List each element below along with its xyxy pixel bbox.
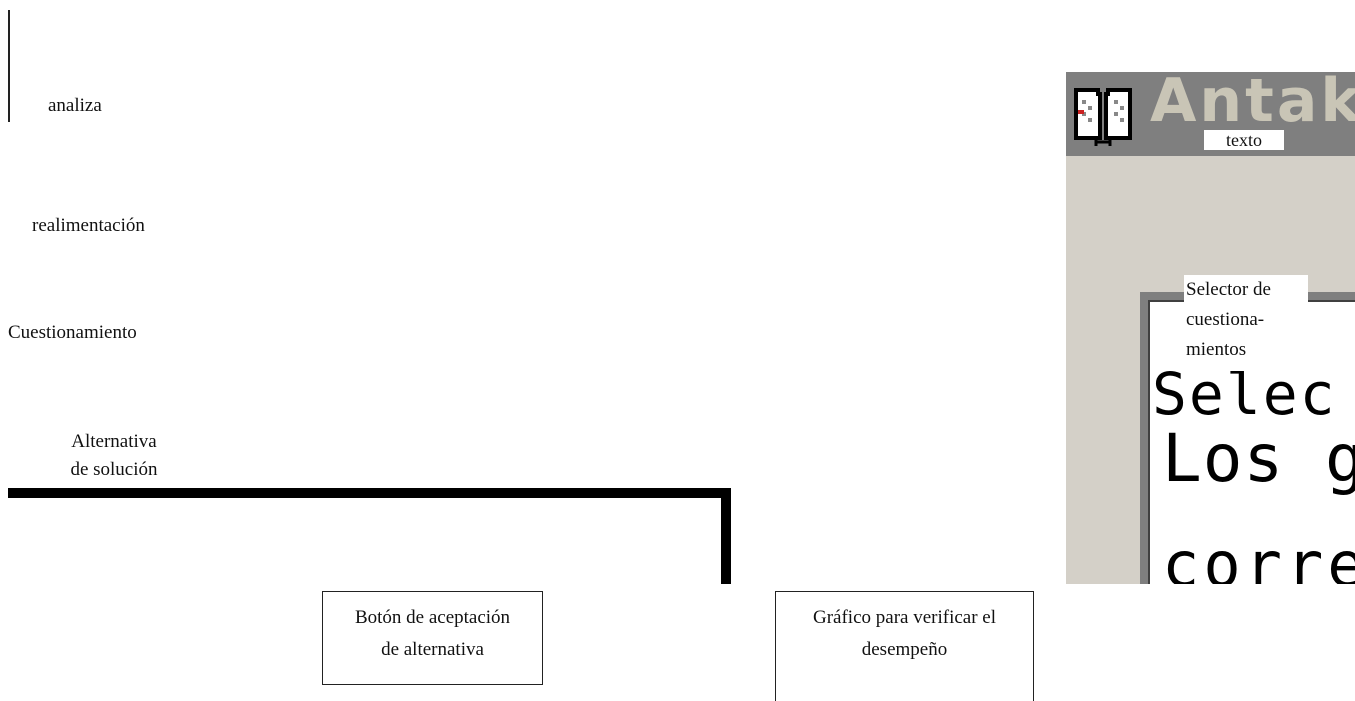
selector-label-line1: Selector de (1186, 279, 1271, 300)
connector-line (8, 10, 10, 122)
label-realimentacion: realimentación (32, 215, 145, 236)
box-boton-line1: Botón de aceptación (354, 607, 511, 628)
label-cuestionamiento: Cuestionamiento (8, 322, 137, 343)
label-alternativa-line1: Alternativa (71, 431, 157, 452)
box-grafico-desempeno: Gráfico para verificar el desempeño (775, 591, 1034, 701)
selector-label-line2: cuestiona- (1186, 309, 1265, 330)
selector-label: Selector de cuestiona- mientos (1184, 275, 1308, 371)
app-title: Antaki (1150, 72, 1355, 136)
open-book-icon (1070, 80, 1136, 146)
box-boton-line2: de alternativa (381, 639, 484, 660)
panel-text-line3: corre (1162, 528, 1355, 584)
box-boton-aceptacion: Botón de aceptación de alternativa (322, 591, 543, 685)
bracket-vertical (721, 488, 731, 584)
label-alternativa: Alternativa de solución (46, 428, 182, 484)
app-screenshot: Antaki texto Selec Los g corre Selector … (1066, 72, 1355, 584)
panel-text-line1: Selec (1152, 360, 1337, 428)
box-grafico-line2: desempeño (861, 639, 948, 660)
selector-label-line3: mientos (1186, 339, 1247, 360)
label-alternativa-line2: de solución (70, 459, 158, 480)
texto-label: texto (1204, 130, 1284, 150)
box-grafico-line1: Gráfico para verificar el (812, 607, 996, 628)
panel-text-line2: Los g (1162, 420, 1355, 497)
bracket-horizontal (8, 488, 731, 498)
label-analiza: analiza (48, 95, 102, 116)
app-titlebar: Antaki texto (1066, 72, 1355, 156)
